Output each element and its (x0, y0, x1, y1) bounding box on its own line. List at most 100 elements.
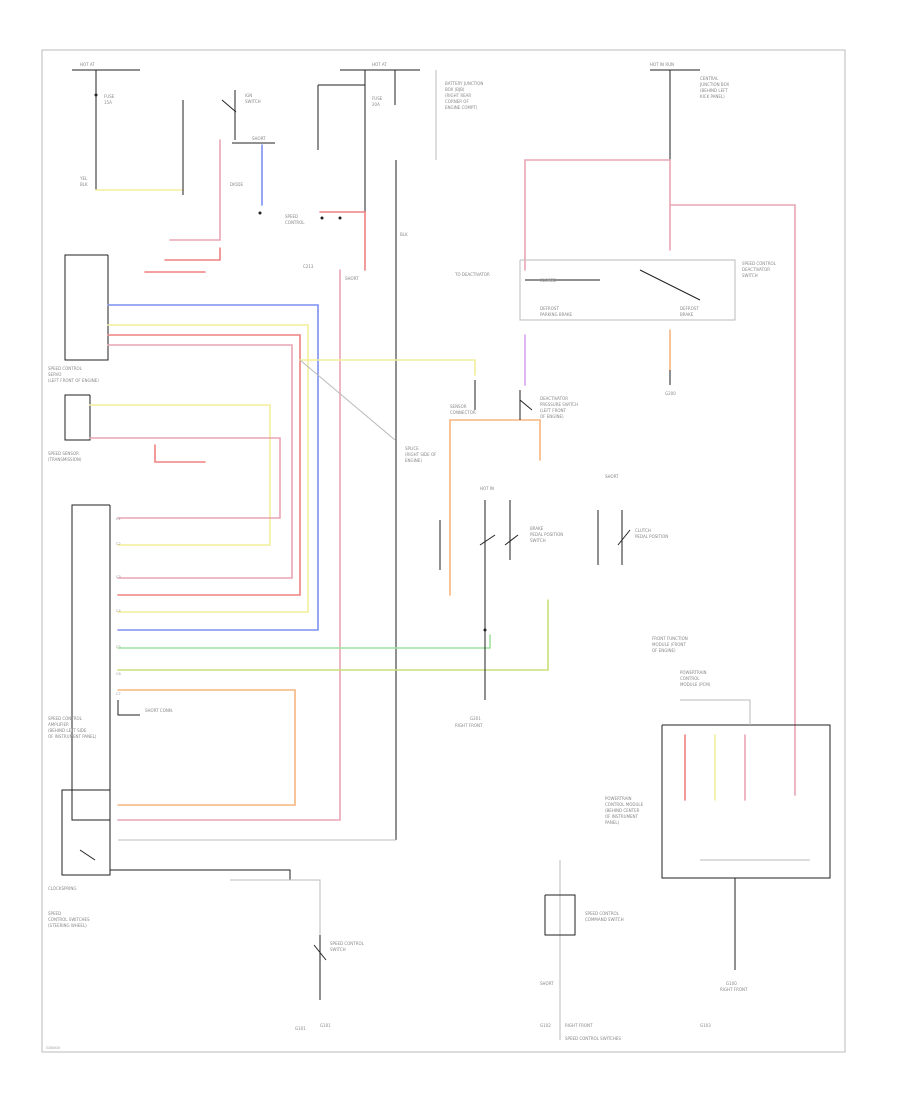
svg-text:DEFROST: DEFROST (540, 306, 559, 311)
svg-text:SENSOR: SENSOR (450, 404, 467, 409)
svg-text:CLUTCH: CLUTCH (635, 528, 651, 533)
speed-control-module: SPEED CONTROL SERVO (LEFT FRONT OF ENGIN… (48, 254, 109, 383)
svg-text:SPEED CONTROL: SPEED CONTROL (330, 941, 365, 946)
svg-text:POWERTRAIN: POWERTRAIN (680, 670, 707, 675)
svg-text:ENGINE): ENGINE) (405, 458, 422, 463)
svg-text:HOT AT: HOT AT (80, 62, 95, 67)
svg-text:PANEL): PANEL) (605, 820, 620, 825)
svg-text:POWERTRAIN: POWERTRAIN (605, 796, 632, 801)
svg-text:BLK: BLK (400, 232, 408, 237)
svg-text:C213: C213 (303, 264, 314, 269)
svg-text:BLK: BLK (80, 182, 88, 187)
svg-text:RIGHT FRONT: RIGHT FRONT (720, 987, 748, 992)
svg-text:DEACTIVATOR: DEACTIVATOR (540, 396, 568, 401)
svg-text:SPEED CONTROL: SPEED CONTROL (742, 261, 777, 266)
corner-code: G00000 (46, 1046, 60, 1050)
svg-text:C5: C5 (116, 645, 121, 649)
ground-label-3: G103 (700, 1023, 711, 1028)
wire-red-center (319, 211, 366, 271)
svg-text:(STEERING WHEEL): (STEERING WHEEL) (48, 923, 87, 928)
wire-red-left (164, 247, 221, 261)
svg-text:CONTROL: CONTROL (285, 220, 305, 225)
svg-text:FRONT FUNCTION: FRONT FUNCTION (652, 636, 688, 641)
svg-text:(BEHIND LEFT SIDE: (BEHIND LEFT SIDE (48, 728, 87, 733)
wire-yellow-sensor (299, 359, 476, 376)
svg-text:YEL: YEL (79, 176, 88, 181)
wire-pink-top (169, 139, 221, 241)
svg-text:FUSE: FUSE (104, 94, 115, 99)
svg-text:FUSE: FUSE (372, 96, 383, 101)
wire-pink-right-top (524, 159, 671, 271)
svg-text:SPEED CONTROL: SPEED CONTROL (585, 911, 620, 916)
wire-blue-servo (107, 304, 319, 631)
svg-text:SHORT: SHORT (252, 136, 266, 141)
svg-text:G101: G101 (295, 1026, 306, 1031)
svg-text:BOX (BJB): BOX (BJB) (445, 87, 465, 92)
svg-text:OF ENGINE): OF ENGINE) (540, 414, 564, 419)
svg-text:BRAKE: BRAKE (680, 312, 694, 317)
svg-text:COMMAND SWITCH: COMMAND SWITCH (585, 917, 624, 922)
svg-text:CONTROL SWITCHES: CONTROL SWITCHES (48, 917, 90, 922)
clockspring-switch: CLOCKSPRING SPEED CONTROL SWITCHES (STEE… (48, 789, 321, 1000)
ground-label-2: G102 (540, 1023, 551, 1028)
ground-label-1: G101 (320, 1023, 331, 1028)
svg-text:AMPLIFIER: AMPLIFIER (48, 722, 69, 727)
svg-text:BRAKE: BRAKE (530, 526, 544, 531)
svg-text:C6: C6 (116, 672, 121, 676)
svg-text:PRESSURE SWITCH: PRESSURE SWITCH (540, 402, 578, 407)
svg-text:DEFROST: DEFROST (680, 306, 699, 311)
wire-red-servo-1 (107, 334, 301, 596)
sensor-ground: SENSOR CONNECTOR SPLICE (RIGHT SIDE OF E… (405, 380, 476, 463)
svg-text:PEDAL POSITION: PEDAL POSITION (635, 534, 668, 539)
speed-control-switch-bottom-left: SPEED CONTROL SWITCH G101 G101 (295, 935, 365, 1031)
svg-text:DEACTIVATOR: DEACTIVATOR (742, 267, 770, 272)
svg-text:15A: 15A (104, 100, 112, 105)
svg-text:G201: G201 (470, 716, 481, 721)
svg-text:(LEFT FRONT OF ENGINE): (LEFT FRONT OF ENGINE) (48, 378, 99, 383)
svg-text:HOT AT: HOT AT (372, 62, 387, 67)
svg-text:(LEFT FRONT: (LEFT FRONT (540, 408, 566, 413)
svg-text:CONNECTOR: CONNECTOR (450, 410, 476, 415)
svg-text:OF INSTRUMENT PANEL): OF INSTRUMENT PANEL) (48, 734, 97, 739)
svg-text:CENTRAL: CENTRAL (700, 76, 719, 81)
svg-text:CONTROL MODULE: CONTROL MODULE (605, 802, 644, 807)
svg-text:SWITCH: SWITCH (742, 273, 758, 278)
svg-text:HOT IN: HOT IN (480, 486, 494, 491)
svg-text:ENGINE COMPT): ENGINE COMPT) (445, 105, 478, 110)
svg-text:20A: 20A (372, 102, 380, 107)
svg-text:SHORT: SHORT (540, 981, 554, 986)
svg-text:RIGHT FRONT: RIGHT FRONT (455, 723, 483, 728)
vehicle-speed-sensor: SPEED SENSOR (TRANSMISSION) (48, 394, 281, 546)
svg-text:SWITCH: SWITCH (245, 99, 261, 104)
svg-text:C3: C3 (116, 575, 121, 579)
svg-text:C1: C1 (116, 517, 121, 521)
svg-text:(BEHIND LEFT: (BEHIND LEFT (700, 88, 728, 93)
svg-text:SWITCH: SWITCH (330, 947, 346, 952)
fuse-feed-left: HOT AT FUSE 15A YEL BLK (72, 62, 140, 190)
svg-text:BATTERY JUNCTION: BATTERY JUNCTION (445, 81, 483, 86)
svg-text:C4: C4 (116, 609, 121, 613)
wire-pink-long (117, 269, 341, 821)
wire-green-amp (117, 634, 491, 649)
wire-pink-servo-2 (107, 344, 293, 579)
svg-text:SPEED CONTROL SWITCHES: SPEED CONTROL SWITCHES (565, 1036, 621, 1041)
svg-text:(BEHIND CENTER: (BEHIND CENTER (605, 808, 640, 813)
svg-text:SPEED: SPEED (48, 911, 61, 916)
svg-text:TO DEACTIVATOR: TO DEACTIVATOR (454, 272, 490, 277)
svg-text:SHORT: SHORT (605, 474, 619, 479)
wire-orange-brake (449, 419, 541, 596)
wire-pink-right-long (669, 204, 796, 796)
svg-text:SPLICE: SPLICE (405, 446, 419, 451)
svg-text:SPEED: SPEED (285, 214, 298, 219)
deactivator-switch-block: TO DEACTIVATOR CLOSED DEFROST PARKING BR… (454, 259, 777, 321)
svg-text:SERVO: SERVO (48, 372, 61, 377)
svg-text:SWITCH: SWITCH (530, 538, 546, 543)
fuse-feed-center: HOT AT FUSE 20A BATTERY JUNCTION BOX (BJ… (317, 62, 483, 270)
svg-text:PARKING BRAKE: PARKING BRAKE (540, 312, 573, 317)
speed-control-switch-bottom-right: SPEED CONTROL COMMAND SWITCH SHORT G102 … (540, 860, 624, 1041)
svg-text:SHORT: SHORT (345, 276, 359, 281)
svg-text:RIGHT FRONT: RIGHT FRONT (565, 1023, 593, 1028)
svg-text:DIODE: DIODE (230, 182, 243, 187)
svg-text:KICK PANEL): KICK PANEL) (700, 94, 725, 99)
